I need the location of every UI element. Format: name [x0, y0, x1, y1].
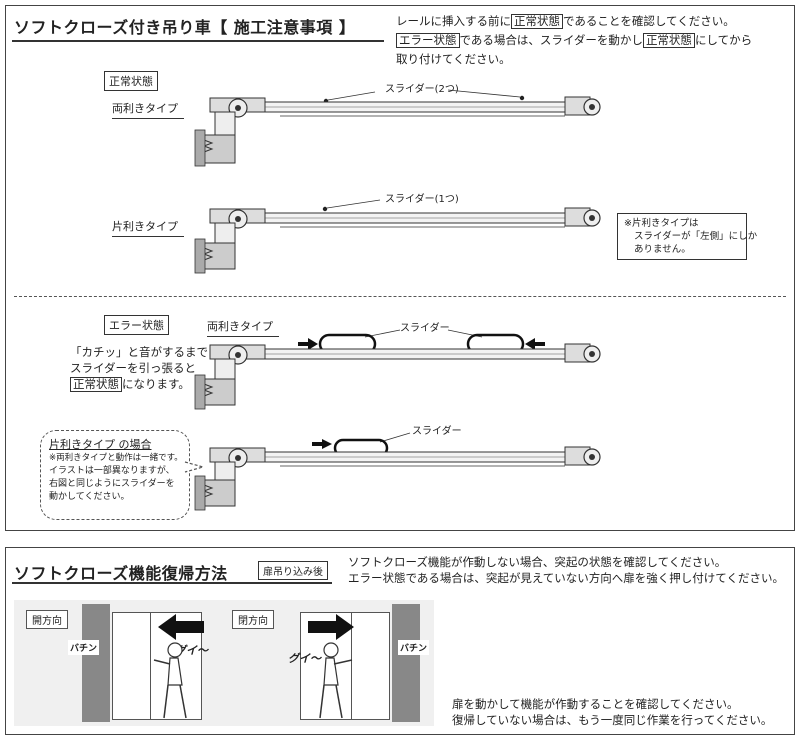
- open-scene-wall: [82, 604, 110, 722]
- click-instruction-1: 「カチッ」と音がするまで: [70, 345, 208, 359]
- final-instruction-1: 扉を動かして機能が作動することを確認してください。: [452, 697, 739, 711]
- intro-text-b: であることを確認してください。: [563, 14, 735, 28]
- double-type-label: 両利きタイプ: [112, 102, 184, 119]
- click-instruction-2: スライダーを引っ張ると: [70, 361, 197, 375]
- error-slider-single-label: スライダー: [412, 426, 462, 437]
- recovery-title-underline: [12, 582, 332, 584]
- intro-box-normal: 正常状態: [511, 14, 563, 29]
- close-scene-wall: [392, 604, 420, 722]
- error-state-label: エラー状態: [104, 315, 169, 335]
- single-type-trolley-diagram: [194, 199, 601, 274]
- click-text-b: になります。: [122, 377, 190, 391]
- error-slider-double-label: スライダー: [400, 323, 450, 334]
- single-type-bubble: 片利きタイプ の場合 ※両利きタイプと動作は一緒です。 イラストは一部異なります…: [40, 430, 190, 520]
- intro-text-c: である場合は、スライダーを動かし: [459, 33, 643, 47]
- open-direction-tag: 開方向: [26, 610, 68, 629]
- left-arrow-icon: [158, 614, 204, 640]
- note-line-3: ありません。: [634, 244, 691, 255]
- open-bachin-text: バチン: [68, 640, 100, 655]
- bubble-title: 片利きタイプ の場合: [49, 438, 152, 451]
- bubble-line-2: 右図と同じようにスライダーを: [49, 479, 175, 489]
- error-single-type-diagram: [194, 432, 601, 511]
- error-double-type-label: 両利きタイプ: [207, 320, 279, 337]
- intro-box-error: エラー状態: [396, 33, 460, 48]
- click-box-normal: 正常状態: [70, 377, 122, 392]
- error-double-type-diagram: [194, 329, 601, 410]
- bubble-note: ※両利きタイプと動作は一緒です。: [49, 453, 183, 463]
- close-scene-door-inner: [300, 612, 352, 720]
- section-divider: [14, 296, 786, 297]
- installation-notes-title: ソフトクローズ付き吊り車【 施工注意事項 】: [14, 18, 356, 37]
- intro-box-normal-2: 正常状態: [642, 33, 695, 48]
- close-gui-text: グイ～: [288, 652, 321, 665]
- recovery-desc-1: ソフトクローズ機能が作動しない場合、突起の状態を確認してください。: [348, 555, 727, 569]
- person-pushing-icon: [153, 642, 187, 719]
- right-arrow-icon: [308, 614, 354, 640]
- note-line-2: スライダーが「左側」にしか: [634, 231, 758, 242]
- bubble-line-3: 動かしてください。: [49, 492, 130, 502]
- title-underline: [12, 40, 384, 42]
- final-instruction-2: 復帰していない場合は、もう一度同じ作業を行ってください。: [452, 713, 773, 727]
- recovery-method-title: ソフトクローズ機能復帰方法: [14, 564, 228, 583]
- note-line-1: ※片利きタイプは: [624, 218, 699, 229]
- bubble-tail: [184, 461, 206, 473]
- slider-two-label: スライダー(2つ): [385, 84, 459, 95]
- intro-text-a: レールに挿入する前に: [396, 14, 511, 28]
- bubble-line-1: イラストは一部異なりますが、: [49, 466, 175, 476]
- close-direction-tag: 閉方向: [232, 610, 274, 629]
- single-type-label: 片利きタイプ: [112, 220, 184, 237]
- close-bachin-text: バチン: [398, 640, 430, 655]
- installation-notes-panel: [5, 5, 795, 531]
- intro-text-d: にしてから: [694, 33, 753, 47]
- intro-line-1: レールに挿入する前に正常状態であることを確認してください。: [396, 14, 735, 29]
- open-scene-door-inner: [150, 612, 202, 720]
- click-instruction-3: 正常状態になります。: [70, 377, 190, 392]
- intro-line-3: 取り付けてください。: [396, 52, 511, 66]
- single-type-note: ※片利きタイプは スライダーが「左側」にしか ありません。: [617, 213, 758, 260]
- person-pushing-right-icon: [319, 642, 353, 719]
- slider-one-label: スライダー(1つ): [385, 194, 459, 205]
- intro-line-2: エラー状態である場合は、スライダーを動かし正常状態にしてから: [396, 33, 752, 48]
- normal-state-label: 正常状態: [104, 71, 158, 91]
- double-type-trolley-diagram: [194, 89, 601, 167]
- open-gui-text: グイ～: [175, 644, 208, 657]
- title-tag: 扉吊り込み後: [258, 561, 328, 580]
- recovery-desc-2: エラー状態である場合は、突起が見えていない方向へ扉を強く押し付けてください。: [348, 571, 784, 585]
